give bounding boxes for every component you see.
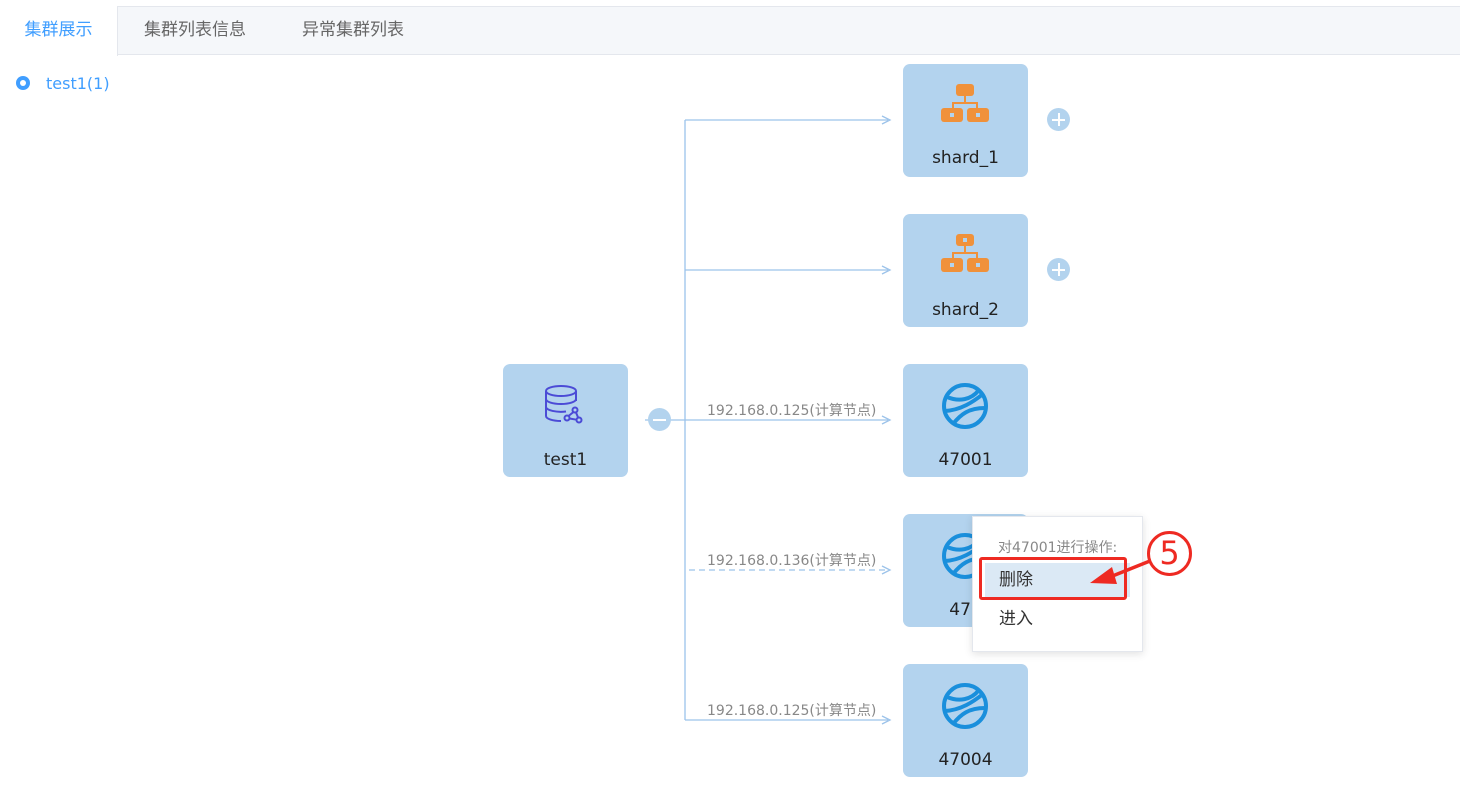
node-label: 47004 [938, 750, 993, 770]
tab-cluster-display[interactable]: 集群展示 [0, 6, 118, 56]
node-root-test1[interactable]: test1 [503, 364, 628, 477]
tab-cluster-list-info[interactable]: 集群列表信息 [144, 20, 246, 40]
tab-abnormal-cluster-list[interactable]: 异常集群列表 [302, 20, 404, 40]
node-47004[interactable]: 47004 [903, 664, 1028, 777]
menu-item-delete[interactable]: 删除 [985, 563, 1130, 597]
edge-label-47004: 192.168.0.125(计算节点) [707, 703, 877, 719]
node-label: shard_2 [932, 300, 999, 320]
node-shard-2[interactable]: shard_2 [903, 214, 1028, 327]
shard-tree-icon [941, 234, 989, 272]
globe-icon [942, 383, 988, 429]
node-label: 47001 [938, 450, 993, 470]
step-number-badge: 5 [1147, 531, 1192, 576]
edge-label-47001: 192.168.0.125(计算节点) [707, 403, 877, 419]
node-label: shard_1 [932, 148, 999, 168]
shard-tree-icon [941, 84, 989, 122]
context-menu-title: 对47001进行操作: [998, 540, 1118, 556]
cluster-radio-label: test1(1) [46, 74, 110, 93]
collapse-button[interactable] [648, 408, 671, 431]
minus-icon [653, 418, 666, 421]
radio-selected-icon[interactable] [16, 76, 30, 90]
database-icon [545, 385, 583, 424]
expand-button-shard-2[interactable] [1047, 258, 1070, 281]
node-47001[interactable]: 47001 [903, 364, 1028, 477]
tab-bar: 集群展示 集群列表信息 异常集群列表 [0, 6, 1460, 56]
expand-button-shard-1[interactable] [1047, 108, 1070, 131]
node-shard-1[interactable]: shard_1 [903, 64, 1028, 177]
globe-icon [942, 683, 988, 729]
node-context-menu: 对47001进行操作: 删除 进入 [972, 516, 1143, 652]
highlight-box [979, 557, 1127, 600]
edge-label-470: 192.168.0.136(计算节点) [707, 553, 877, 569]
node-label: test1 [543, 450, 588, 470]
menu-item-enter[interactable]: 进入 [999, 609, 1033, 629]
